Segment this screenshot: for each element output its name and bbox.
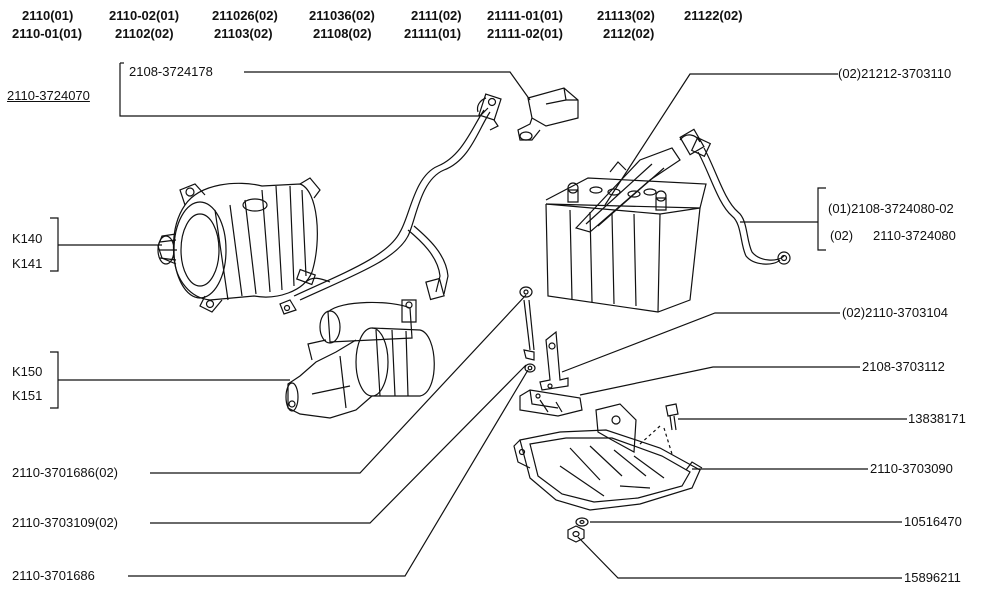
terminal-cap — [518, 88, 578, 140]
part-label-bracket: (02)2110-3703104 — [842, 305, 949, 320]
part-label-k150: K150 — [12, 364, 43, 379]
model-code: 2110-01(01) — [12, 26, 83, 41]
model-code: 21108(02) — [313, 26, 372, 41]
part-label-positive-cable: (02)21212-3703110 — [838, 66, 952, 81]
part-label-bolt: 13838171 — [908, 411, 966, 426]
part-label-tray: 2110-3703090 — [870, 461, 953, 476]
part-label-k140: K140 — [12, 231, 43, 246]
positive-battery-cable — [576, 129, 704, 232]
model-code: 211026(02) — [212, 8, 278, 23]
battery-clamp — [520, 390, 582, 416]
part-label-k151: K151 — [12, 388, 43, 403]
battery-bracket — [540, 332, 568, 390]
battery-mount-hardware — [520, 287, 535, 372]
part-label-stud-02: 2110-3703109(02) — [12, 515, 119, 530]
part-label-negative-cable-02-prefix: (02) — [830, 228, 854, 243]
part-label-negative-cable-02: 2110-3724080 — [873, 228, 956, 243]
part-label-nut-02: 2110-3701686(02) — [12, 465, 119, 480]
small-nut — [568, 526, 584, 542]
model-code: 21111-02(01) — [487, 26, 563, 41]
model-code: 21102(02) — [115, 26, 174, 41]
starter-motor — [286, 300, 434, 418]
model-code: 211036(02) — [309, 8, 375, 23]
model-code: 2112(02) — [603, 26, 655, 41]
washer — [576, 518, 588, 526]
model-code: 21113(02) — [597, 8, 655, 23]
part-label-negative-cable-01: (01)2108-3724080-02 — [828, 201, 954, 216]
part-label-washer: 10516470 — [904, 514, 962, 529]
part-label-harness: 2110-3724070 — [7, 88, 90, 103]
model-code: 21122(02) — [684, 8, 743, 23]
wiring-harness — [280, 94, 501, 314]
part-label-nut: 2110-3701686 — [12, 568, 95, 583]
negative-battery-cable — [692, 138, 790, 264]
bolt — [640, 404, 678, 454]
alternator — [158, 178, 320, 312]
battery — [546, 178, 706, 312]
part-label-small-nut: 15896211 — [904, 570, 961, 585]
model-code: 21111-01(01) — [487, 8, 563, 23]
part-label-cap: 2108-3724178 — [129, 64, 213, 79]
model-code: 2110(01) — [22, 8, 74, 23]
battery-tray — [514, 404, 702, 510]
model-code: 2111(02) — [411, 8, 462, 23]
leader-lines — [50, 63, 907, 578]
part-label-clamp: 2108-3703112 — [862, 359, 945, 374]
part-label-k141: K141 — [12, 256, 43, 271]
model-code: 21111(01) — [404, 26, 462, 41]
model-code: 21103(02) — [214, 26, 273, 41]
model-code: 2110-02(01) — [109, 8, 180, 23]
